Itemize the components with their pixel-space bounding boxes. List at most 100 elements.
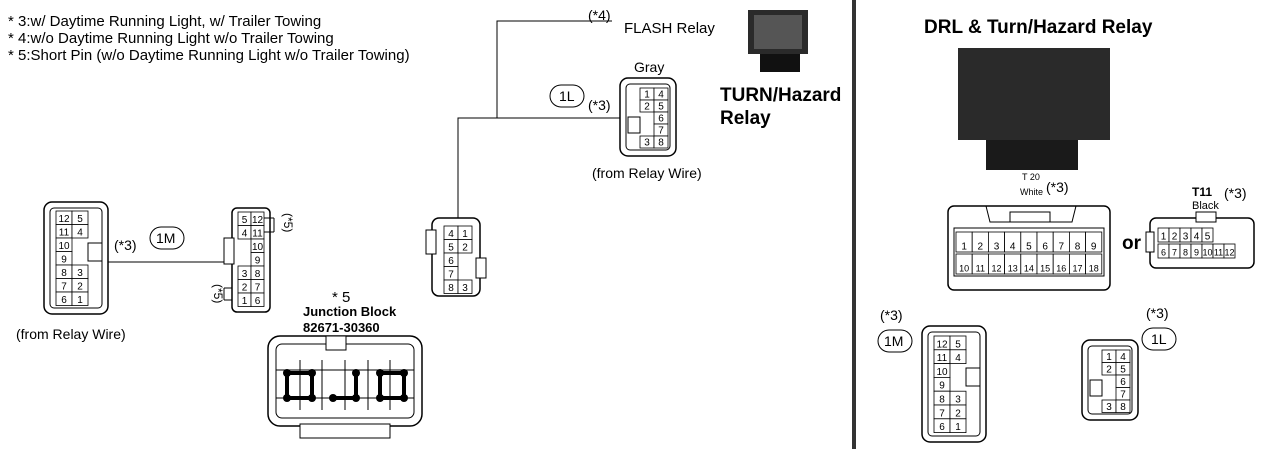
- from-relay-wire-left: (from Relay Wire): [16, 326, 126, 342]
- pin-label: 4: [955, 353, 961, 364]
- pin-label: 7: [1059, 242, 1065, 253]
- pin-label: 2: [462, 243, 468, 254]
- pin-label: 6: [1120, 377, 1126, 388]
- pin-label: 4: [1010, 242, 1016, 253]
- right-1m-badge: [877, 329, 913, 353]
- pin-label: 4: [242, 229, 248, 240]
- note-5: * 5:Short Pin (w/o Daytime Running Light…: [8, 47, 410, 64]
- pin-label: 5: [1205, 232, 1211, 243]
- t20-color: White: [1020, 187, 1043, 197]
- pin-label: 9: [255, 256, 261, 267]
- pin-label: 15: [1040, 264, 1050, 274]
- pin-cell: [1085, 253, 1103, 275]
- pin-label: 7: [1172, 248, 1177, 258]
- pin-label: 12: [252, 215, 264, 226]
- pin-label: 12: [1224, 248, 1234, 258]
- or-label: or: [1122, 233, 1142, 254]
- pin-label: 10: [252, 242, 264, 253]
- pin-label: 3: [1183, 232, 1189, 243]
- pin-label: 8: [939, 395, 945, 406]
- pin-label: 7: [448, 270, 454, 281]
- pin-label: 4: [77, 228, 83, 239]
- flash-relay-label: FLASH Relay: [624, 20, 715, 37]
- pin-label: 10: [1202, 248, 1212, 258]
- pin-label: 8: [448, 283, 454, 294]
- conn-1l-tag-top: (*3): [588, 97, 611, 113]
- pin-label: 6: [61, 295, 67, 306]
- pin-label: 7: [61, 282, 67, 293]
- panel-divider: [852, 0, 856, 449]
- right-1m-tag: (*3): [880, 307, 903, 323]
- pin-label: 8: [658, 138, 664, 149]
- pin-label: 7: [1120, 390, 1126, 401]
- pin-label: 4: [1120, 352, 1126, 363]
- jb-part-number: 82671-30360: [303, 320, 380, 335]
- pin-cell: [1201, 227, 1214, 243]
- pin-cell: [949, 418, 967, 433]
- pin-label: 2: [1172, 232, 1178, 243]
- flash-tag: (*4): [588, 7, 611, 23]
- pin-label: 7: [939, 408, 945, 419]
- pin-label: 2: [1106, 365, 1112, 376]
- pin-label: 2: [955, 408, 961, 419]
- pin-cell: [949, 349, 967, 364]
- pin-label: 1: [961, 242, 967, 253]
- t11-label: T11: [1192, 185, 1212, 199]
- right-1l-tag: (*3): [1146, 305, 1169, 321]
- pin-label: 1: [1106, 352, 1112, 363]
- junction-block: [267, 335, 423, 439]
- pin-label: 12: [991, 264, 1001, 274]
- pin-label: 4: [1194, 232, 1200, 243]
- pin-label: 16: [1056, 264, 1066, 274]
- badge-1l-top: [549, 84, 585, 108]
- pin-label: 18: [1089, 264, 1099, 274]
- pin-label: 3: [1106, 402, 1112, 413]
- pin-label: 3: [77, 268, 83, 279]
- badge-1m-left: [149, 226, 185, 250]
- pin-label: 17: [1072, 264, 1082, 274]
- pin-label: 12: [936, 339, 948, 350]
- pin-label: 2: [978, 242, 984, 253]
- pin-label: 5: [658, 102, 664, 113]
- pin-cell: [457, 239, 473, 254]
- pin-label: 1: [77, 295, 83, 306]
- pin-label: 6: [1042, 242, 1048, 253]
- pin-label: 11: [937, 353, 948, 364]
- pin-label: 1: [462, 229, 468, 240]
- pin-label: 5: [1120, 365, 1126, 376]
- right-1l-badge: [1141, 327, 1177, 351]
- pin-label: 7: [658, 126, 664, 137]
- badge-1l-top-text: 1L: [559, 88, 575, 104]
- right-1l-badge-text: 1L: [1151, 331, 1167, 347]
- t20-label: T 20: [1022, 172, 1040, 182]
- wires: [108, 20, 620, 263]
- pin-label: 4: [448, 229, 454, 240]
- pin-cell: [457, 279, 473, 294]
- pin-label: 5: [1026, 242, 1032, 253]
- jb-title: Junction Block: [303, 304, 397, 319]
- pin-label: 2: [242, 283, 248, 294]
- pin-label: 9: [61, 255, 67, 266]
- badge-1m-left-text: 1M: [156, 230, 175, 246]
- pin-label: 6: [448, 256, 454, 267]
- pin-label: 10: [58, 241, 70, 252]
- pin-label: 7: [255, 283, 261, 294]
- pin-label: 5: [77, 214, 83, 225]
- pin-label: 1: [242, 296, 248, 307]
- pin-label: 10: [936, 367, 948, 378]
- note-4: * 4:w/o Daytime Running Light w/o Traile…: [8, 30, 334, 47]
- pin-label: 5: [242, 215, 248, 226]
- pin-cell: [1085, 231, 1103, 253]
- pin-label: 8: [61, 268, 67, 279]
- pin-cell: [1223, 243, 1236, 259]
- turn-relay-label-1: TURN/Hazard: [720, 85, 841, 106]
- right-1m-badge-text: 1M: [884, 333, 903, 349]
- pin-label: 11: [252, 229, 263, 240]
